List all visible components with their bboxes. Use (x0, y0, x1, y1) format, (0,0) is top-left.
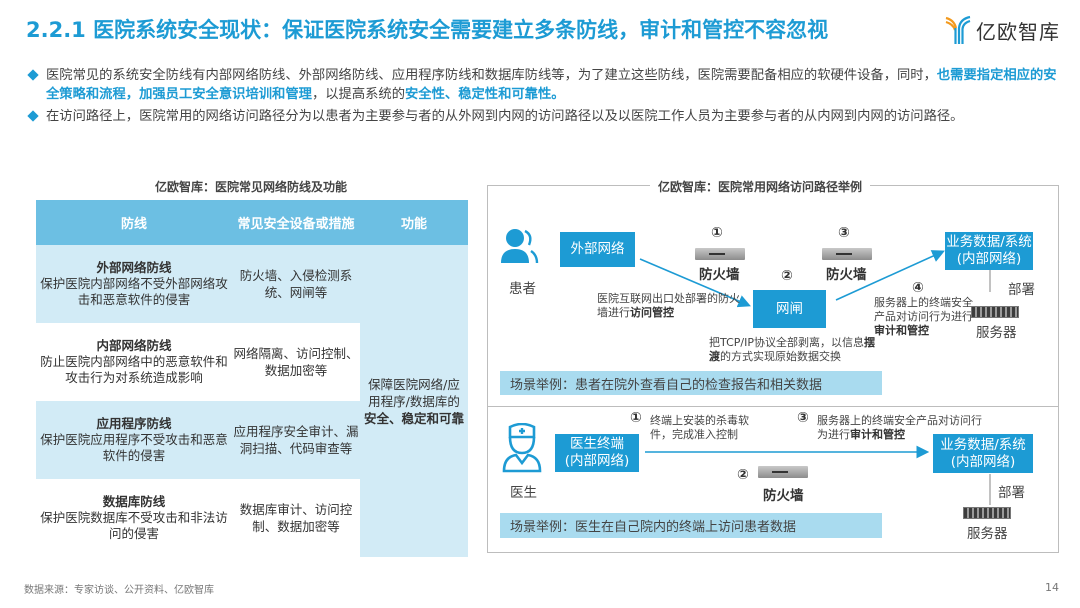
defense-table: 防线 常见安全设备或措施 功能 外部网络防线保护医院内部网络不受外部网络攻击和恶… (36, 200, 468, 557)
step-4-marker: ④ (912, 280, 924, 296)
gateway-note-pre: 把TCP/IP协议全部剥离，以信息 (709, 336, 864, 349)
server-note: 服务器上的终端安全产品对访问行为进行审计和管控 (874, 296, 974, 338)
doctor-firewall-label: 防火墙 (763, 488, 804, 504)
table-row: 内部网络防线防止医院内部网络中的恶意软件和攻击行为对系统造成影响 网络隔离、访问… (36, 323, 360, 401)
server-icon (971, 306, 1019, 318)
firewall-1-label: 防火墙 (699, 267, 740, 283)
row-title: 数据库防线 (102, 494, 166, 509)
firewall-device-icon (822, 248, 872, 260)
bullet-2-text: 在访问路径上，医院常用的网络访问路径分为以患者为主要参与者的从外网到内网的访问路… (46, 109, 964, 124)
firewall-device-icon (758, 466, 808, 478)
gateway-note-post: 的方式实现原始数据交换 (720, 350, 841, 363)
right-diagram-title: 亿欧智库：医院常用网络访问路径举例 (650, 178, 871, 195)
row-title: 内部网络防线 (96, 338, 172, 353)
table-row: 数据库防线保护医院数据库不受攻击和非法访问的侵害 数据库审计、访问控制、数据加密… (36, 479, 360, 557)
patient-label: 患者 (509, 281, 536, 297)
firewall-note-bold: 访问管控 (630, 306, 674, 319)
bullet-1: 医院常见的系统安全防线有内部网络防线、外部网络防线、应用程序防线和数据库防线等，… (26, 66, 1066, 104)
doctor-business-line2: (内部网络) (950, 453, 1016, 470)
firewall-device-icon (695, 248, 745, 260)
bullet-1-highlight-1: 也需要指定相应的安全策略和流程，加强员工安全意识培训和管理 (46, 68, 1057, 102)
doctor-scene-banner: 场景举例：医生在自己院内的终端上访问患者数据 (500, 513, 882, 538)
bullet-1-part-2: ，以提高系统的 (311, 87, 406, 102)
doctor-server-label: 服务器 (967, 526, 1008, 542)
audit-note: 服务器上的终端安全产品对访问行为进行审计和管控 (817, 414, 982, 442)
row-measures: 数据库审计、访问控制、数据加密等 (239, 502, 353, 534)
firewall-note-text: 医院互联网出口处部署的防火墙进行 (597, 292, 740, 319)
doctor-step-2-marker: ② (737, 467, 749, 483)
terminal-line2: (内部网络) (564, 453, 630, 469)
header-measures: 常见安全设备或措施 (237, 217, 355, 232)
doctor-label: 医生 (510, 485, 537, 501)
logo-text: 亿欧智库 (976, 19, 1060, 44)
doctor-terminal-box: 医生终端 (内部网络) (555, 434, 639, 472)
panel-divider (487, 406, 1059, 407)
doctor-icon (500, 422, 544, 473)
audit-note-text: 服务器上的终端安全产品对访问行为进行 (817, 414, 982, 441)
gateway-note: 把TCP/IP协议全部剥离，以信息摆渡的方式实现原始数据交换 (709, 336, 879, 364)
terminal-line1: 医生终端 (570, 436, 624, 452)
row-measures: 应用程序安全审计、漏洞扫描、代码审查等 (233, 424, 359, 456)
intro-bullets: 医院常见的系统安全防线有内部网络防线、外部网络防线、应用程序防线和数据库防线等，… (26, 66, 1066, 129)
row-measures: 网络隔离、访问控制、数据加密等 (233, 346, 359, 378)
external-network-box: 外部网络 (560, 232, 635, 267)
step-1-marker: ① (711, 225, 723, 241)
server-note-bold: 审计和管控 (874, 324, 929, 337)
firewall-2-label: 防火墙 (826, 267, 867, 283)
step-3-marker: ③ (838, 225, 850, 241)
bullet-1-highlight-2: 安全性、稳定性和可靠性。 (405, 87, 565, 102)
table-row: 应用程序防线保护医院应用程序不受攻击和恶意软件的侵害 应用程序安全审计、漏洞扫描… (36, 401, 360, 479)
function-text: 保障医院网络/应用程序/数据库的 (368, 376, 460, 409)
gateway-box: 网闸 (753, 290, 826, 328)
server-label: 服务器 (976, 325, 1017, 341)
row-desc: 保护医院内部网络不受外部网络攻击和恶意软件的侵害 (40, 276, 228, 307)
row-desc: 防止医院内部网络中的恶意软件和攻击行为对系统造成影响 (40, 354, 228, 385)
row-measures: 防火墙、入侵检测系统、网闸等 (239, 268, 353, 300)
patient-scene-banner: 场景举例：患者在院外查看自己的检查报告和相关数据 (500, 371, 882, 395)
business-system-box: 业务数据/系统 (内部网络) (945, 232, 1033, 270)
doctor-step-1-marker: ① (630, 410, 642, 426)
header-function: 功能 (400, 217, 427, 232)
page-number: 14 (1045, 581, 1059, 594)
server-icon (963, 507, 1011, 519)
doctor-business-line1: 业务数据/系统 (940, 436, 1026, 453)
bullet-2: 在访问路径上，医院常用的网络访问路径分为以患者为主要参与者的从外网到内网的访问路… (26, 107, 1066, 126)
audit-note-bold: 审计和管控 (850, 428, 905, 441)
function-cell: 保障医院网络/应用程序/数据库的安全、稳定和可靠 (360, 245, 468, 557)
data-source: 数据来源：专家访谈、公开资料、亿欧智库 (24, 585, 214, 596)
bullet-1-part-1: 医院常见的系统安全防线有内部网络防线、外部网络防线、应用程序防线和数据库防线等，… (46, 68, 937, 83)
step-2-marker: ② (781, 268, 793, 284)
business-line2: (内部网络) (956, 251, 1022, 267)
logo: 亿欧智库 (944, 14, 1060, 46)
row-desc: 保护医院数据库不受攻击和非法访问的侵害 (40, 510, 228, 541)
function-bold: 安全、稳定和可靠 (363, 410, 464, 426)
gateway-note-bold: 摆渡 (709, 336, 875, 363)
business-line1: 业务数据/系统 (946, 234, 1032, 250)
doctor-deploy-label: 部署 (998, 485, 1025, 501)
firewall-note: 医院互联网出口处部署的防火墙进行访问管控 (597, 292, 747, 320)
doctor-step-3-marker: ③ (797, 410, 809, 426)
antivirus-note: 终端上安装的杀毒软件，完成准入控制 (650, 414, 749, 441)
server-note-text: 服务器上的终端安全产品对访问行为进行 (874, 296, 973, 323)
row-desc: 保护医院应用程序不受攻击和恶意软件的侵害 (40, 432, 228, 463)
table-header: 防线 常见安全设备或措施 功能 (36, 200, 468, 245)
deploy-label: 部署 (1008, 282, 1035, 298)
table-row: 外部网络防线保护医院内部网络不受外部网络攻击和恶意软件的侵害 防火墙、入侵检测系… (36, 245, 360, 323)
row-title: 外部网络防线 (96, 260, 172, 275)
logo-mark-icon (944, 14, 972, 46)
doctor-business-system-box: 业务数据/系统 (内部网络) (933, 434, 1033, 473)
page-title: 2.2.1 医院系统安全现状：保证医院系统安全需要建立多条防线，审计和管控不容忽… (26, 18, 829, 42)
patient-icon (499, 227, 539, 269)
left-table-title: 亿欧智库：医院常见网络防线及功能 (154, 180, 347, 194)
header-defense: 防线 (120, 217, 147, 232)
row-title: 应用程序防线 (96, 416, 172, 431)
